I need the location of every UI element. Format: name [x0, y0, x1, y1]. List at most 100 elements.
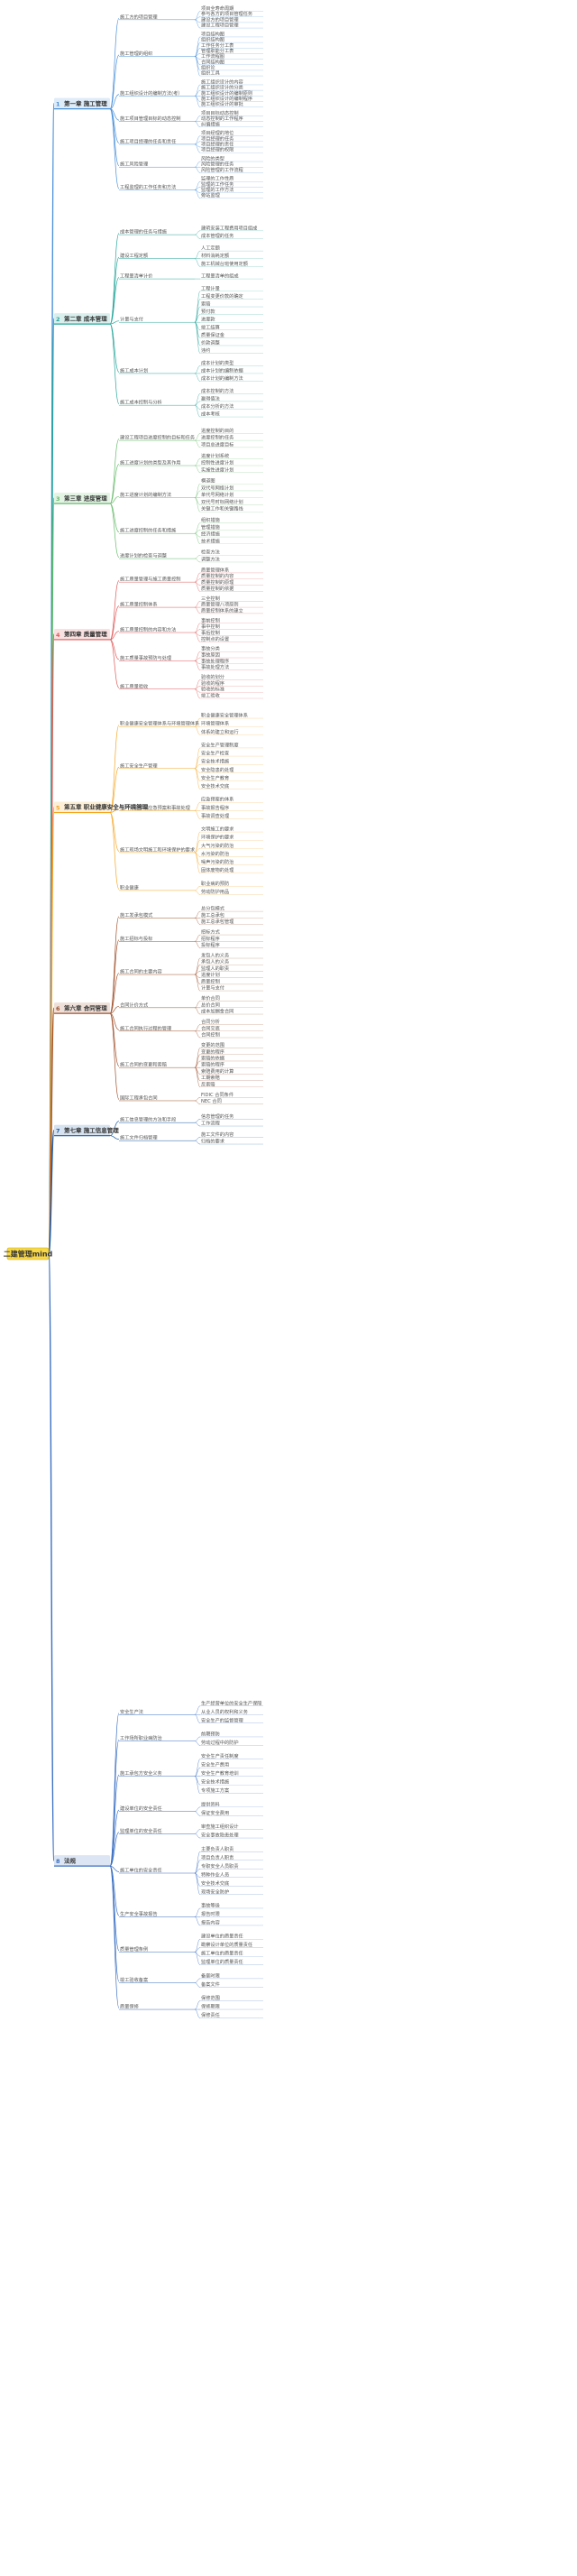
connector: [48, 1252, 55, 1861]
leaf-node: 安全生产责任制度: [201, 1752, 239, 1759]
connector: [194, 1851, 201, 1874]
section-number: 4: [56, 632, 60, 639]
connector: [109, 17, 120, 110]
leaf-node: 事故分类: [201, 645, 220, 652]
leaf-node: 事故处理方法: [201, 663, 229, 670]
topic-node: 施工现场文明施工和环境保护的要求: [120, 845, 196, 853]
leaf-node: 建设方的项目管理: [201, 15, 239, 23]
connector: [194, 763, 201, 769]
connector: [194, 189, 201, 199]
leaf-node: 勘察设计单位的质量责任: [201, 1941, 252, 1948]
connector: [109, 812, 120, 852]
connector: [194, 458, 201, 466]
connector: [194, 56, 201, 71]
leaf-node: 保修期限: [201, 2003, 220, 2010]
section-title: 第四章 质量管理: [64, 630, 107, 638]
leaf-node: 事故报告程序: [201, 804, 229, 811]
leaf-node: 环境保护的要求: [201, 834, 234, 841]
leaf-node: 体系的建立和运行: [201, 728, 239, 735]
leaf-node: 价款调整: [201, 338, 220, 346]
connector: [194, 291, 201, 323]
section-number: 7: [56, 1128, 60, 1135]
connector: [194, 601, 201, 608]
leaf-node: 成本考核: [201, 411, 220, 418]
leaf-node: 成本计划的编制方法: [201, 374, 243, 382]
connector: [194, 725, 201, 735]
connector: [194, 957, 201, 975]
leaf-node: 施工组织设计的内容: [201, 78, 243, 85]
topic-node: 施工文件归档管理: [120, 1134, 158, 1141]
leaf-node: 参与各方的项目管理任务: [201, 10, 252, 17]
connector: [194, 322, 201, 338]
connector: [194, 2000, 201, 2010]
connector: [194, 651, 201, 661]
section-7[interactable]: 7 第七章 施工信息管理: [54, 1124, 119, 1137]
leaf-node: 现场安全防护: [201, 1888, 229, 1895]
leaf-node: 工作流程图: [201, 52, 224, 60]
connector: [194, 755, 201, 769]
section-number: 3: [56, 495, 60, 503]
leaf-node: 投标程序: [201, 941, 220, 948]
section-title: 第七章 施工信息管理: [64, 1126, 119, 1134]
leaf-node: 合同交底: [201, 1024, 220, 1031]
leaf-node: 事中控制: [201, 623, 220, 630]
connector: [109, 320, 120, 325]
leaf-node: 计量与支付: [201, 984, 224, 992]
connector: [194, 1947, 201, 1953]
leaf-node: 备案文件: [201, 1980, 220, 1988]
leaf-node: 施工组织设计的审批: [201, 100, 243, 107]
leaf-node: 材料消耗定额: [201, 252, 230, 259]
connector: [194, 1776, 201, 1794]
section-4[interactable]: 4 第四章 质量管理: [54, 628, 110, 641]
leaf-node: 反索赔: [201, 1080, 215, 1087]
connector: [109, 605, 120, 641]
connector: [194, 555, 201, 559]
connector: [194, 465, 201, 473]
leaf-node: 建设单位的质量责任: [201, 1933, 243, 1940]
leaf-node: 质量保证金: [201, 331, 225, 338]
leaf-node: 安全生产费用: [201, 1761, 229, 1768]
leaf-node: 事前控制: [201, 616, 220, 623]
topic-node: 施工承包方安全义务: [120, 1769, 162, 1777]
connector: [194, 801, 201, 811]
connector: [194, 1137, 201, 1141]
leaf-node: 工程计量: [201, 284, 220, 291]
section-bg: [54, 628, 110, 640]
leaf-node: 安全生产教育培训: [201, 1769, 239, 1777]
leaf-node: 事故调查处理: [201, 812, 230, 819]
leaf-node: 风险管理的工作流程: [201, 166, 243, 173]
connector: [194, 96, 201, 107]
connector: [194, 2008, 201, 2018]
leaf-node: 工期索赔: [201, 1074, 220, 1081]
connector: [194, 1066, 201, 1081]
connector: [194, 250, 201, 259]
leaf-node: 项目目标动态控制: [201, 109, 239, 116]
topic-node: 施工组织设计的编制方法(考）: [120, 89, 182, 97]
topic-node: 施工风险管理: [120, 161, 149, 168]
leaf-node: 专项施工方案: [201, 1787, 230, 1794]
leaf-node: 承包人的义务: [201, 958, 229, 965]
leaf-node: 固体废物的处理: [201, 866, 234, 873]
connector: [109, 631, 120, 641]
root-node[interactable]: 二建管理mind: [4, 1247, 53, 1260]
topic-node: 职业健康安全管理体系与环境管理体系: [120, 720, 199, 727]
leaf-node: 横道图: [201, 477, 215, 485]
leaf-node: 总价合同: [201, 1001, 220, 1008]
leaf-node: 质量控制的依据: [201, 585, 234, 592]
leaf-node: 监理人的职责: [201, 965, 229, 972]
connector: [194, 606, 201, 614]
section-bg: [54, 493, 110, 504]
connector: [194, 1740, 201, 1746]
connector: [194, 1030, 201, 1039]
section-number: 5: [56, 805, 60, 812]
leaf-node: 成本分析的方法: [201, 402, 234, 410]
connector: [194, 1907, 201, 1917]
topic-node: 施工进度计划的类型及其作用: [120, 459, 180, 466]
connector: [194, 1952, 201, 1965]
